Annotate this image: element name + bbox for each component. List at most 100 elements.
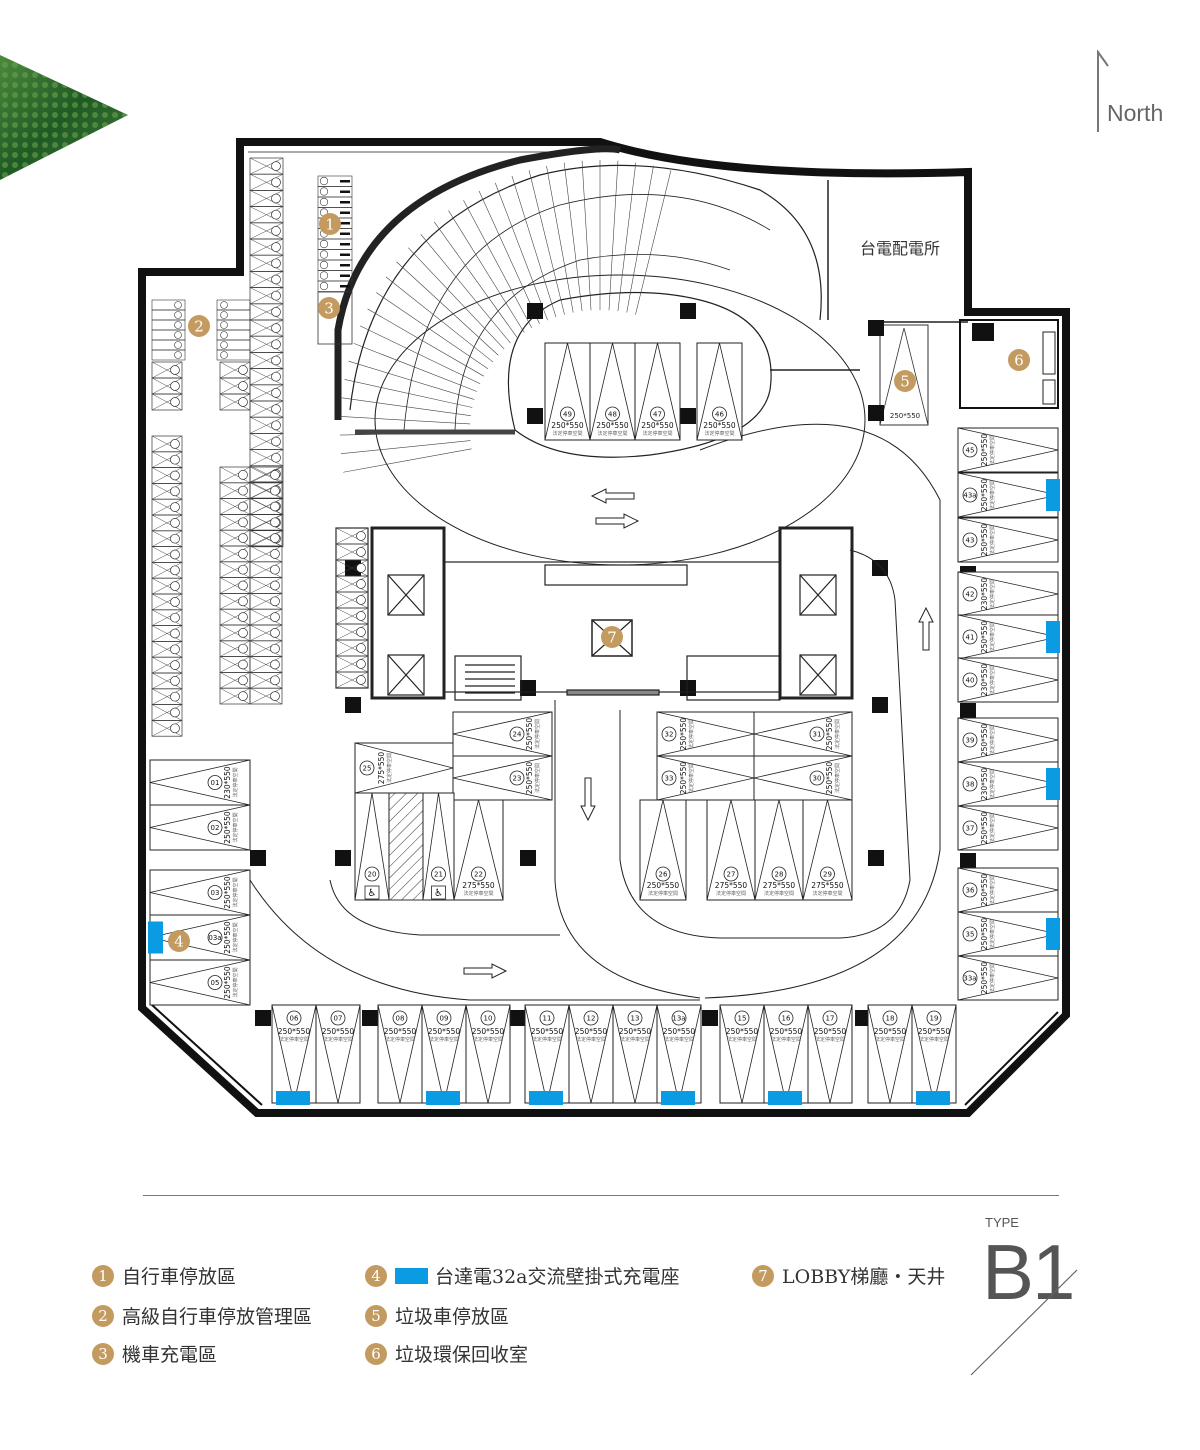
column — [510, 1010, 526, 1026]
svg-text:6: 6 — [1014, 352, 1024, 370]
stall-size: 230*550 — [223, 766, 232, 799]
stall-note: 法定停車空間 — [989, 769, 996, 799]
parking-stall-20[interactable]: 20♿ — [354, 792, 390, 901]
stall-size: 250*550 — [322, 1027, 355, 1036]
column — [872, 697, 888, 713]
parking-stall-21[interactable]: 21♿ — [422, 792, 455, 901]
legend-badge: 6 — [365, 1342, 387, 1365]
bike-slot — [151, 704, 183, 721]
bike-slot — [317, 249, 353, 261]
bike-slot — [151, 562, 183, 579]
stall-note: 法定停車空間 — [834, 719, 841, 749]
stall-number: 28 — [775, 871, 784, 879]
lobby-core — [335, 526, 854, 701]
ev-charger — [1046, 479, 1060, 511]
stall-note: 法定停車空間 — [385, 1036, 415, 1043]
divider — [143, 1195, 1059, 1196]
accessible-icon: ♿ — [368, 888, 377, 899]
bike-slot — [151, 530, 183, 547]
stall-number: 03a — [208, 934, 221, 942]
stall-note: 法定停車空間 — [620, 1036, 650, 1043]
svg-text:2: 2 — [194, 318, 204, 336]
bike-slot — [219, 577, 251, 594]
no-parking-hatch — [388, 792, 424, 901]
legend-badge: 4 — [365, 1264, 387, 1287]
arrow-up-icon — [918, 606, 934, 651]
legend-label: LOBBY梯廳・天井 — [782, 1266, 946, 1288]
stall-number: 13 — [631, 1015, 640, 1023]
stall-note: 法定停車空間 — [834, 763, 841, 793]
arrow-right-icon — [463, 963, 508, 979]
column — [335, 850, 351, 866]
stall-size: 250*550 — [825, 718, 834, 751]
bike-slot — [151, 339, 186, 351]
bike-slot — [335, 623, 369, 641]
ramp-tread — [396, 261, 499, 356]
stall-size: 250*550 — [980, 918, 989, 951]
bike-slot — [249, 640, 283, 657]
ramp-tread — [494, 182, 548, 321]
bike-slot — [151, 656, 183, 674]
stall-size: 250*550 — [278, 1027, 311, 1036]
stall-number: 06 — [290, 1015, 299, 1023]
bike-slot — [335, 607, 369, 625]
ramp-tread — [528, 170, 565, 315]
column — [520, 680, 536, 696]
bike-slot — [249, 190, 284, 207]
shelf — [1042, 379, 1056, 405]
stall-size: 250*550 — [679, 762, 688, 795]
bike-slot — [219, 672, 251, 689]
bike-slot — [317, 270, 353, 282]
ramp-tread — [367, 308, 484, 377]
